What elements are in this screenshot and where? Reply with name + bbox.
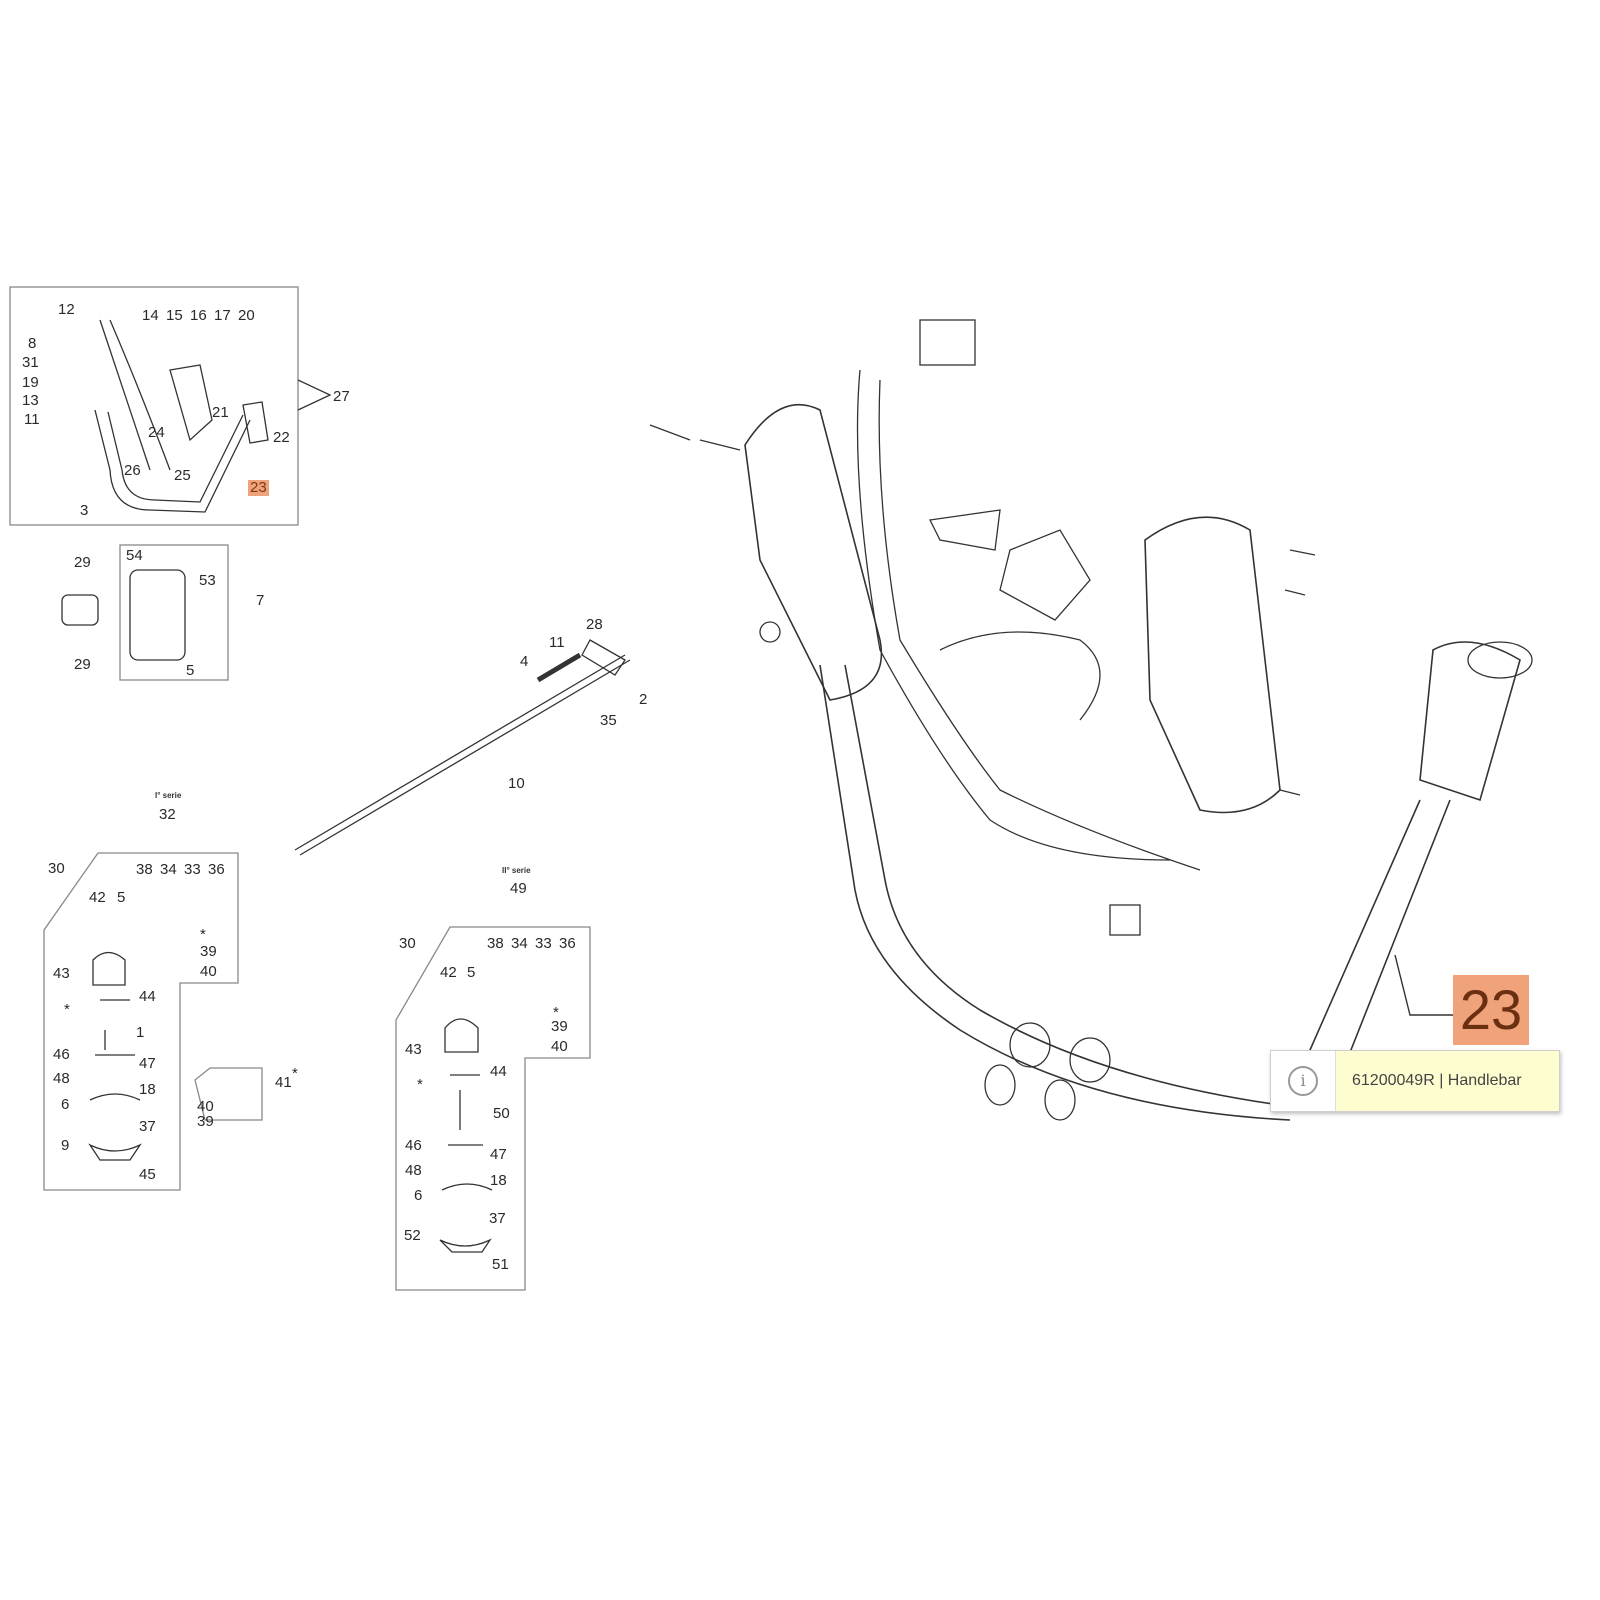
callout-label[interactable]: 20 bbox=[238, 307, 255, 324]
callout-label[interactable]: 19 bbox=[22, 374, 39, 391]
callout-label[interactable]: 39 bbox=[551, 1018, 568, 1035]
inset-clamp-frame bbox=[119, 544, 229, 681]
callout-label[interactable]: 35 bbox=[600, 712, 617, 729]
callout-label[interactable]: 9 bbox=[61, 1137, 70, 1154]
callout-label[interactable]: 47 bbox=[139, 1055, 156, 1072]
callout-label[interactable]: 33 bbox=[184, 861, 201, 878]
callout-label[interactable]: 43 bbox=[53, 965, 70, 982]
callout-label[interactable]: 42 bbox=[89, 889, 106, 906]
callout-label[interactable]: 44 bbox=[490, 1063, 507, 1080]
callout-label[interactable]: 48 bbox=[405, 1162, 422, 1179]
callout-label[interactable]: * bbox=[200, 926, 206, 943]
callout-label[interactable]: 37 bbox=[489, 1210, 506, 1227]
callout-label[interactable]: 42 bbox=[440, 964, 457, 981]
callout-label[interactable]: 31 bbox=[22, 354, 39, 371]
callout-label[interactable]: * bbox=[292, 1065, 298, 1082]
callout-label[interactable]: 40 bbox=[551, 1038, 568, 1055]
callout-label[interactable]: 6 bbox=[61, 1096, 70, 1113]
callout-label[interactable]: 38 bbox=[487, 935, 504, 952]
callout-label[interactable]: 34 bbox=[160, 861, 177, 878]
callout-label[interactable]: 21 bbox=[212, 404, 229, 421]
callout-label[interactable]: 48 bbox=[53, 1070, 70, 1087]
callout-label[interactable]: 43 bbox=[405, 1041, 422, 1058]
callout-label[interactable]: 45 bbox=[139, 1166, 156, 1183]
callout-label[interactable]: 33 bbox=[535, 935, 552, 952]
callout-label[interactable]: 30 bbox=[48, 860, 65, 877]
gearbox-2-frame bbox=[395, 926, 591, 1291]
callout-label[interactable]: 26 bbox=[124, 462, 141, 479]
callout-label[interactable]: 27 bbox=[333, 388, 350, 405]
callout-label[interactable]: 54 bbox=[126, 547, 143, 564]
callout-label[interactable]: 29 bbox=[74, 554, 91, 571]
part-tooltip: i 61200049R | Handlebar bbox=[1270, 1050, 1560, 1112]
callout-label[interactable]: 39 bbox=[197, 1113, 214, 1130]
inset-handle-frame bbox=[9, 286, 299, 526]
callout-label[interactable]: 12 bbox=[58, 301, 75, 318]
callout-label[interactable]: 46 bbox=[405, 1137, 422, 1154]
selected-part-callout[interactable]: 23 bbox=[1453, 975, 1529, 1045]
callout-label[interactable]: 24 bbox=[148, 424, 165, 441]
callout-label[interactable]: 2 bbox=[639, 691, 648, 708]
callout-label[interactable]: 11 bbox=[24, 411, 40, 428]
callout-label[interactable]: 40 bbox=[197, 1098, 214, 1115]
callout-label[interactable]: 52 bbox=[404, 1227, 421, 1244]
callout-label[interactable]: 8 bbox=[28, 335, 37, 352]
series-label: I° serie bbox=[155, 791, 182, 800]
callout-label[interactable]: 34 bbox=[511, 935, 528, 952]
callout-label[interactable]: 11 bbox=[549, 634, 565, 651]
callout-label[interactable]: 28 bbox=[586, 616, 603, 633]
callout-label[interactable]: 50 bbox=[493, 1105, 510, 1122]
callout-label[interactable]: 32 bbox=[159, 806, 176, 823]
callout-label[interactable]: 39 bbox=[200, 943, 217, 960]
callout-label[interactable]: 18 bbox=[139, 1081, 156, 1098]
callout-label[interactable]: 22 bbox=[273, 429, 290, 446]
callout-label[interactable]: 16 bbox=[190, 307, 207, 324]
series-label: II° serie bbox=[502, 866, 531, 875]
kit-41-frame bbox=[194, 1067, 263, 1121]
callout-label[interactable]: * bbox=[417, 1076, 423, 1093]
callout-label[interactable]: 17 bbox=[214, 307, 231, 324]
callout-label[interactable]: 7 bbox=[256, 592, 265, 609]
callout-label[interactable]: 4 bbox=[520, 653, 529, 670]
callout-label[interactable]: 41 bbox=[275, 1074, 292, 1091]
callout-label[interactable]: 49 bbox=[510, 880, 527, 897]
callout-label[interactable]: 5 bbox=[186, 662, 195, 679]
callout-label[interactable]: 15 bbox=[166, 307, 183, 324]
callout-label[interactable]: 29 bbox=[74, 656, 91, 673]
callout-label-selected[interactable]: 23 bbox=[248, 479, 269, 496]
callout-label[interactable]: * bbox=[64, 1001, 70, 1018]
callout-label[interactable]: 38 bbox=[136, 861, 153, 878]
callout-label[interactable]: 47 bbox=[490, 1146, 507, 1163]
callout-label[interactable]: * bbox=[553, 1004, 559, 1021]
callout-label[interactable]: 37 bbox=[139, 1118, 156, 1135]
callout-label[interactable]: 5 bbox=[117, 889, 126, 906]
callout-label[interactable]: 14 bbox=[142, 307, 159, 324]
callout-label[interactable]: 40 bbox=[200, 963, 217, 980]
callout-label[interactable]: 13 bbox=[22, 392, 39, 409]
callout-label[interactable]: 1 bbox=[136, 1024, 145, 1041]
callout-label[interactable]: 53 bbox=[199, 572, 216, 589]
callout-label[interactable]: 5 bbox=[467, 964, 476, 981]
callout-label[interactable]: 30 bbox=[399, 935, 416, 952]
callout-label[interactable]: 36 bbox=[559, 935, 576, 952]
callout-label[interactable]: 25 bbox=[174, 467, 191, 484]
callout-label[interactable]: 18 bbox=[490, 1172, 507, 1189]
part-tooltip-text: 61200049R | Handlebar bbox=[1336, 1051, 1559, 1111]
callout-label[interactable]: 6 bbox=[414, 1187, 423, 1204]
callout-label[interactable]: 46 bbox=[53, 1046, 70, 1063]
callout-label[interactable]: 3 bbox=[80, 502, 89, 519]
callout-label[interactable]: 44 bbox=[139, 988, 156, 1005]
gearbox-1-frame bbox=[43, 852, 239, 1191]
callout-label[interactable]: 36 bbox=[208, 861, 225, 878]
info-icon: i bbox=[1271, 1051, 1336, 1111]
callout-label[interactable]: 51 bbox=[492, 1256, 509, 1273]
callout-label[interactable]: 10 bbox=[508, 775, 525, 792]
